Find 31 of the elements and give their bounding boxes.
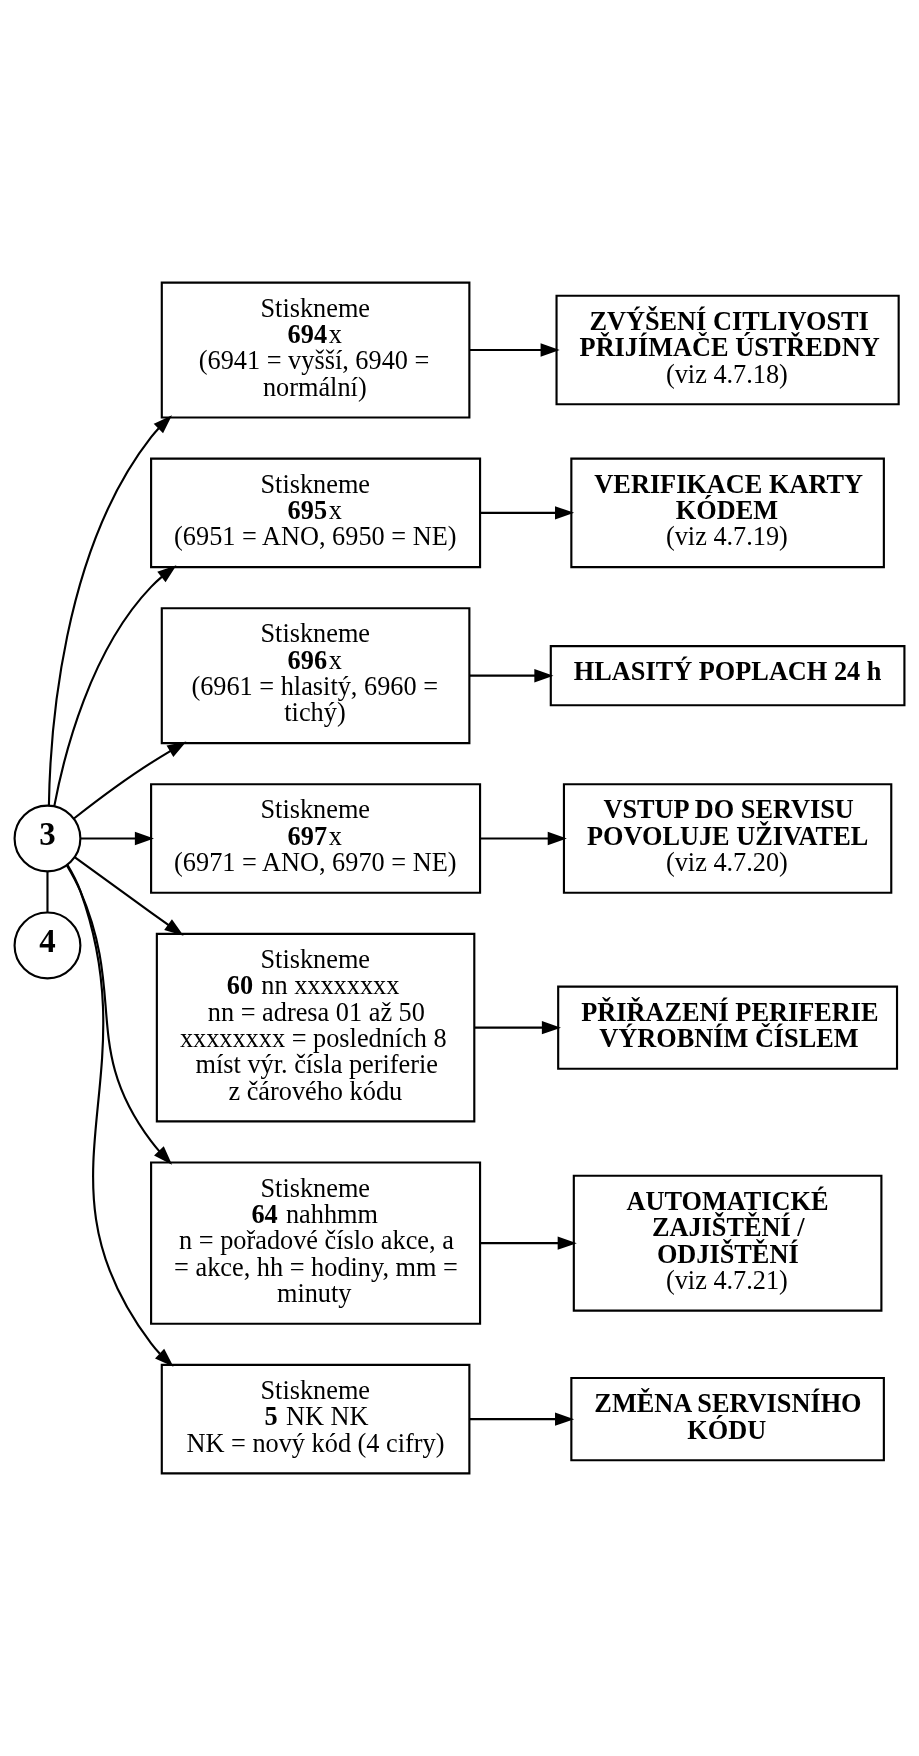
node-box: PŘIŘAZENÍ PERIFERIE VÝROBNÍM ČÍSLEM (557, 985, 899, 1070)
arrow (469, 343, 560, 357)
arrow (53, 565, 177, 807)
arrow (474, 1021, 561, 1035)
arrow (480, 506, 575, 520)
arrow (80, 831, 154, 846)
arrow (480, 831, 567, 846)
arrow (469, 669, 554, 683)
arrow (469, 1412, 575, 1426)
arrow (74, 856, 184, 936)
node-box: Stiskneme 695x (6951 = ANO, 6950 = NE) (150, 457, 482, 569)
arrow (47, 415, 172, 806)
node-box: Stiskneme 694x (6941 = vyšší, 6940 = normální) (160, 281, 471, 419)
node-box: Stiskneme 697x (6971 = ANO, 6970 = NE) (150, 783, 482, 894)
node-box: Stiskneme 5 NK NK NK = nový kód (4 cifry) (160, 1363, 471, 1475)
node-box: HLASITÝ POPLACH 24 h (549, 645, 906, 707)
node-box: ZMĚNA SERVISNÍHO KÓDU (570, 1376, 885, 1462)
connector (46, 871, 49, 913)
node-box: Stiskneme 60 nn xxxxxxxx nn = adresa 01 až 50 xxxxxxxx = posledních 8 míst výr. čísla periferie z čárového kódu (155, 932, 476, 1123)
node-box: VSTUP DO SERVISU POVOLUJE UŽIVATEL (viz 4.7.20) (562, 783, 893, 894)
node-box: AUTOMATICKÉ ZAJIŠTĚNÍ / ODJIŠTĚNÍ (viz 4.7.21) (572, 1174, 883, 1312)
arrow (66, 865, 173, 1165)
arrow (73, 741, 187, 820)
arrow (480, 1236, 577, 1250)
node-box: Stiskneme 696x (6961 = hlasitý, 6960 = tichý) (160, 607, 471, 745)
node-circle: 4 (13, 911, 82, 980)
node-box: VERIFIKACE KARTY KÓDEM (viz 4.7.19) (570, 457, 885, 569)
arrow (66, 864, 174, 1367)
node-box: Stiskneme 64 nahhmm n = pořadové číslo akce, a = akce, hh = hodiny, mm = minuty (150, 1161, 482, 1325)
node-circle: 3 (13, 804, 82, 873)
node-box: ZVÝŠENÍ CITLIVOSTI PŘIJÍMAČE ÚSTŘEDNY (viz 4.7.18) (555, 294, 900, 406)
